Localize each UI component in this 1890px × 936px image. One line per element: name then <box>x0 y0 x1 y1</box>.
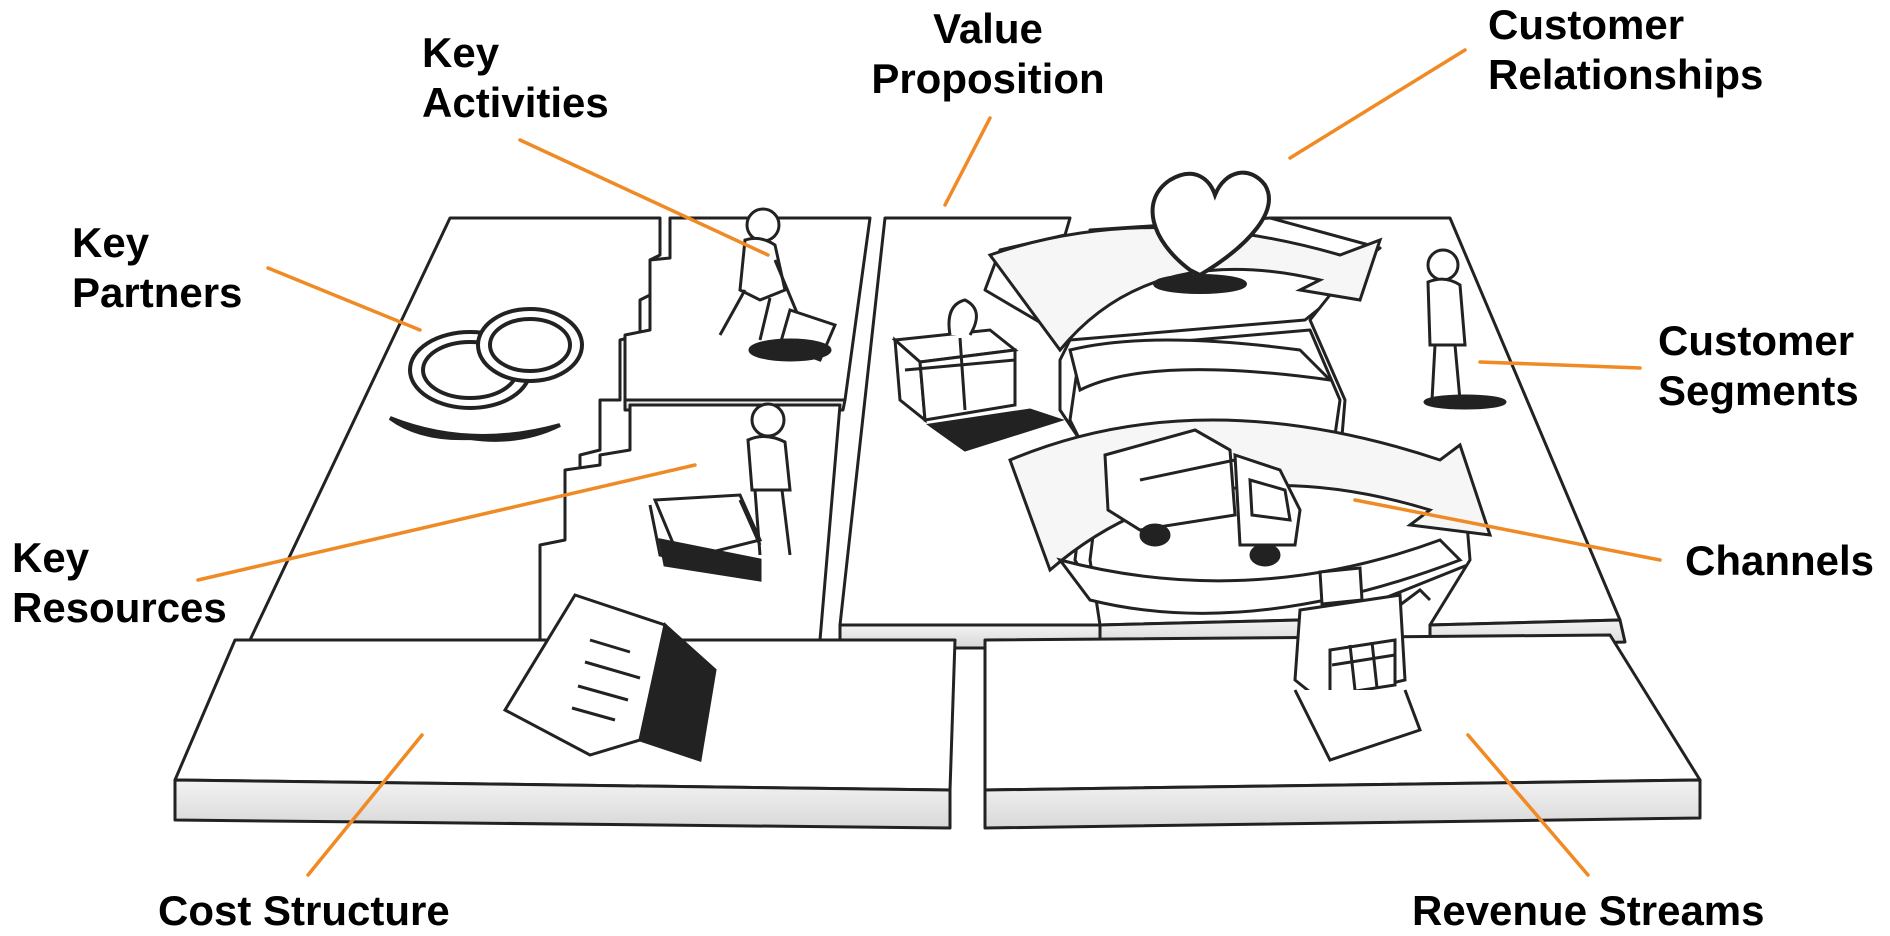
key-resources-line-2: Resources <box>12 584 227 631</box>
connector-cost-structure <box>306 733 424 877</box>
connector-value-proposition <box>943 116 992 207</box>
customer-segments-line-2: Segments <box>1658 367 1859 414</box>
connector-customer-relationships <box>1288 48 1467 160</box>
value-proposition-label: Value Proposition <box>868 4 1108 104</box>
key-partners-label: Key Partners <box>72 218 242 318</box>
key-partners-line-2: Partners <box>72 269 243 316</box>
heart-icon <box>1150 170 1271 294</box>
connector-customer-segments <box>1478 360 1642 370</box>
connector-lines <box>196 48 1662 877</box>
connector-key-partners <box>266 266 422 332</box>
customer-segments-line-1: Customer <box>1658 317 1855 364</box>
receipt-paper-icon <box>502 593 717 762</box>
revenue-streams-label: Revenue Streams <box>1412 886 1765 936</box>
key-activities-label: Key Activities <box>422 28 609 128</box>
key-partners-line-1: Key <box>72 219 150 266</box>
customer-person-icon <box>1423 248 1507 410</box>
key-resources-line-1: Key <box>12 534 90 581</box>
digger-person-icon <box>718 207 838 362</box>
customer-relationships-label: Customer Relationships <box>1488 0 1763 100</box>
truck-icon <box>1103 428 1302 567</box>
value-proposition-line-1: Value <box>933 5 1043 52</box>
revenue-streams-line-1: Revenue Streams <box>1412 887 1765 934</box>
key-activities-line-1: Key <box>422 29 500 76</box>
value-proposition-line-2: Proposition <box>871 55 1105 102</box>
cost-structure-label: Cost Structure <box>158 886 450 936</box>
cash-register-icon <box>1293 566 1432 762</box>
key-resources-label: Key Resources <box>12 533 227 633</box>
builder-person-icon <box>648 402 792 582</box>
connector-revenue-streams <box>1466 733 1590 877</box>
customer-relationships-line-2: Relationships <box>1488 51 1764 98</box>
gift-box-icon <box>891 298 1065 452</box>
connector-channels <box>1353 498 1662 562</box>
customer-segments-label: Customer Segments <box>1658 316 1859 416</box>
channels-label: Channels <box>1685 536 1874 586</box>
connector-key-activities <box>518 138 770 257</box>
rings-icon <box>388 307 584 442</box>
key-activities-line-2: Activities <box>422 79 609 126</box>
connector-key-resources <box>196 463 697 582</box>
cost-structure-line-1: Cost Structure <box>158 887 450 934</box>
customer-relationships-line-1: Customer <box>1488 1 1685 48</box>
channels-line-1: Channels <box>1685 537 1875 584</box>
